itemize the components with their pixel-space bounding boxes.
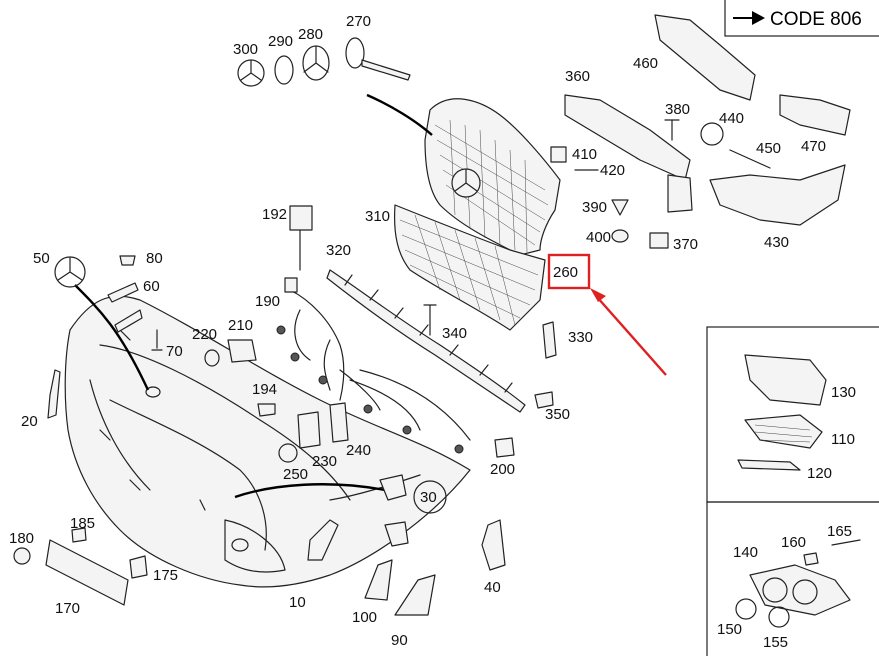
front-bumper-cover — [64, 295, 471, 588]
code-806-text: CODE 806 — [770, 9, 862, 30]
callout-165: 165 — [827, 523, 852, 540]
callout-175: 175 — [153, 567, 178, 584]
callout-192: 192 — [262, 206, 287, 223]
callout-470: 470 — [801, 138, 826, 155]
callout-400: 400 — [586, 229, 611, 246]
emblem-50 — [54, 256, 86, 288]
leader-line-strip — [234, 483, 396, 499]
callout-250: 250 — [283, 466, 308, 483]
callout-440: 440 — [719, 110, 744, 127]
callout-185: 185 — [70, 515, 95, 532]
arrow-right-icon — [733, 11, 765, 25]
callout-40: 40 — [484, 579, 501, 596]
callout-330: 330 — [568, 329, 593, 346]
callout-20: 20 — [21, 413, 38, 430]
inset-box-lower — [706, 501, 879, 656]
wiring-harness — [276, 205, 471, 454]
radiator-grille — [424, 98, 561, 256]
callout-180: 180 — [9, 530, 34, 547]
callout-270: 270 — [346, 13, 371, 30]
callout-360: 360 — [565, 68, 590, 85]
callout-50: 50 — [33, 250, 50, 267]
highlight-arrow-head — [590, 288, 606, 302]
callout-340: 340 — [442, 325, 467, 342]
highlight-box-260 — [547, 253, 591, 290]
callout-30: 30 — [420, 489, 437, 506]
callout-210: 210 — [228, 317, 253, 334]
code-806-box: CODE 806 — [724, 0, 879, 37]
mounting-brackets — [550, 14, 851, 249]
inset-box-upper — [706, 326, 879, 503]
callout-170: 170 — [55, 600, 80, 617]
callout-230: 230 — [312, 453, 337, 470]
callout-370: 370 — [673, 236, 698, 253]
callout-130: 130 — [831, 384, 856, 401]
callout-430: 430 — [764, 234, 789, 251]
callout-450: 450 — [756, 140, 781, 157]
callout-460: 460 — [633, 55, 658, 72]
callout-80: 80 — [146, 250, 163, 267]
callout-110: 110 — [831, 431, 855, 448]
callout-120: 120 — [807, 465, 832, 482]
callout-290: 290 — [268, 33, 293, 50]
inset-fog-lamp-grille — [735, 539, 861, 628]
callout-280: 280 — [298, 26, 323, 43]
callout-410: 410 — [572, 146, 597, 163]
leader-line-grille — [366, 93, 433, 136]
callout-320: 320 — [326, 242, 351, 259]
callout-100: 100 — [352, 609, 377, 626]
star-emblem-parts — [237, 37, 411, 87]
callout-390: 390 — [582, 199, 607, 216]
callout-200: 200 — [490, 461, 515, 478]
callout-220: 220 — [192, 326, 217, 343]
callout-160: 160 — [781, 534, 806, 551]
callout-140: 140 — [733, 544, 758, 561]
callout-350: 350 — [545, 406, 570, 423]
callout-260-highlighted: 260 — [553, 264, 578, 281]
highlight-arrow-line — [596, 296, 667, 376]
trim-strip — [326, 269, 526, 413]
callout-190: 190 — [255, 293, 280, 310]
callout-60: 60 — [143, 278, 160, 295]
callout-310: 310 — [365, 208, 390, 225]
callout-194: 194 — [252, 381, 277, 398]
inset-fog-trim — [737, 354, 827, 471]
callout-155: 155 — [763, 634, 788, 651]
callout-380: 380 — [665, 101, 690, 118]
callout-10: 10 — [289, 594, 306, 611]
callout-150: 150 — [717, 621, 742, 638]
small-parts — [13, 255, 557, 616]
callout-70: 70 — [166, 343, 183, 360]
callout-300: 300 — [233, 41, 258, 58]
leader-line-bumper-50 — [74, 284, 150, 391]
callout-240: 240 — [346, 442, 371, 459]
callout-420: 420 — [600, 162, 625, 179]
grille-insert-mesh — [393, 204, 546, 331]
callout-90: 90 — [391, 632, 408, 649]
